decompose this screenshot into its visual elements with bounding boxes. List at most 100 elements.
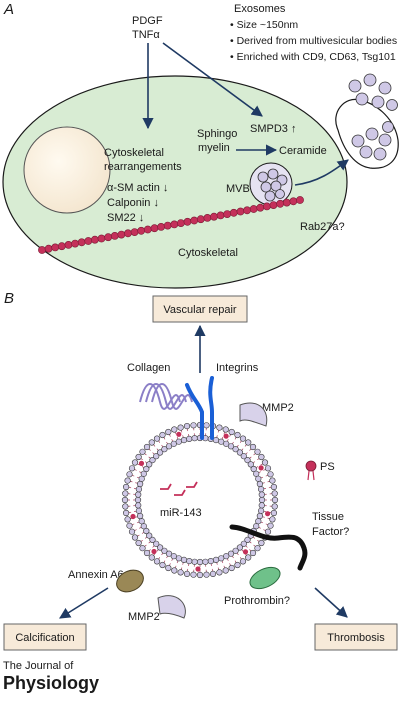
lipid-head	[131, 534, 139, 541]
lipid-head	[228, 564, 235, 572]
lipid-head	[143, 549, 151, 557]
lipid-head	[254, 545, 261, 552]
ps-marker	[223, 433, 229, 439]
chain-bead	[176, 219, 185, 227]
lipid-head	[250, 465, 257, 473]
sphingo-line2: myelin	[198, 142, 230, 154]
collagen-label: Collagen	[127, 362, 170, 374]
lipid-head	[148, 554, 155, 561]
chain-bead	[150, 224, 159, 233]
lipid-head	[161, 446, 168, 453]
tissue-factor-line2: Factor?	[312, 526, 349, 538]
lipid-head	[135, 502, 142, 509]
rab27a-label: Rab27a?	[300, 221, 345, 233]
chain-bead	[104, 233, 113, 242]
lipid-head	[271, 503, 278, 510]
lipid-head	[261, 459, 269, 466]
ps-marker	[151, 548, 157, 555]
lipid-head	[236, 449, 243, 456]
lipid-head	[149, 457, 156, 464]
chain-bead	[157, 222, 165, 231]
lipid-head	[191, 558, 198, 565]
lipid-head	[146, 532, 153, 539]
released-exosomes	[348, 73, 398, 161]
chain-bead	[203, 213, 212, 222]
lipid-head	[122, 503, 129, 510]
lipid-head	[171, 426, 178, 433]
lipid-head	[170, 553, 177, 560]
lipid-head	[131, 459, 139, 466]
lipid-head	[180, 437, 188, 444]
lipid-head	[270, 483, 278, 491]
lipid-head	[134, 496, 142, 504]
chain-bead	[97, 234, 106, 243]
cytoskeletal-chain	[38, 196, 304, 254]
chain-bead	[64, 240, 73, 249]
lipid-head	[175, 438, 182, 445]
journal-line1: The Journal of	[3, 660, 74, 672]
lipid-head	[209, 570, 217, 578]
lipid-head	[264, 528, 272, 535]
ps-legend: PS	[305, 460, 335, 481]
lipid-head	[245, 439, 252, 446]
lipid-head	[258, 486, 265, 493]
lipid-head	[218, 555, 225, 562]
lipid-head	[258, 453, 265, 461]
chain-bead	[124, 229, 132, 238]
lipid-head	[135, 507, 142, 514]
lipid-head	[258, 507, 265, 514]
lipid-head	[222, 426, 229, 433]
lipid-head	[177, 569, 184, 576]
lipid-head	[212, 437, 220, 444]
mmp2-bottom-label: MMP2	[128, 611, 160, 623]
lipid-head	[239, 558, 247, 565]
lipid-head	[196, 558, 204, 566]
lipid-head	[207, 557, 214, 565]
lipid-head	[216, 424, 223, 431]
calcification-label: Calcification	[15, 632, 74, 644]
chain-bead	[216, 211, 225, 220]
chain-bead	[229, 208, 238, 217]
mvb-vesicles	[257, 168, 288, 202]
collagen-fiber	[139, 383, 193, 410]
chain-bead	[282, 198, 291, 207]
lipid-head	[267, 471, 274, 478]
lipid-head	[139, 448, 146, 455]
lipid-head	[161, 547, 168, 554]
lipid-head	[240, 540, 247, 547]
thrombosis-label: Thrombosis	[327, 632, 385, 644]
lipid-head	[202, 558, 209, 565]
lipid-head	[254, 448, 261, 455]
lipid-head	[234, 431, 241, 439]
lipid-head	[271, 490, 278, 497]
lipid-head	[153, 453, 160, 460]
lipid-head	[256, 480, 264, 488]
chain-bead	[269, 201, 278, 209]
lipid-head	[269, 516, 276, 523]
lipid-head	[267, 522, 274, 529]
exosome-bullet-markers: • Enriched with CD9, CD63, Tsg101	[230, 51, 396, 63]
lipid-head	[191, 435, 198, 442]
input-pdgf: PDGF	[132, 15, 163, 27]
smpd3-label: SMPD3 ↑	[250, 123, 296, 135]
mir-143-icons	[160, 481, 198, 496]
mmp2-top-label: MMP2	[262, 402, 294, 414]
lipid-head	[124, 477, 131, 484]
arrow-mvb-to-membrane	[294, 159, 349, 186]
cytoskeletal-label: Cytoskeletal	[178, 247, 238, 259]
lipid-head	[143, 465, 150, 473]
lipid-head	[234, 561, 241, 569]
chain-bead	[170, 220, 179, 229]
ps-marker	[130, 513, 136, 520]
integrins-label: Integrins	[216, 362, 259, 374]
exosomes-title: Exosomes	[234, 3, 286, 15]
lipid-head	[137, 512, 144, 520]
ps-marker	[265, 511, 271, 517]
lipid-head	[186, 435, 193, 443]
chain-bead	[262, 202, 271, 211]
lipid-head	[128, 528, 136, 535]
lipid-head	[244, 457, 251, 464]
ps-marker	[138, 460, 145, 466]
arrow-to-smpd3	[162, 42, 263, 117]
